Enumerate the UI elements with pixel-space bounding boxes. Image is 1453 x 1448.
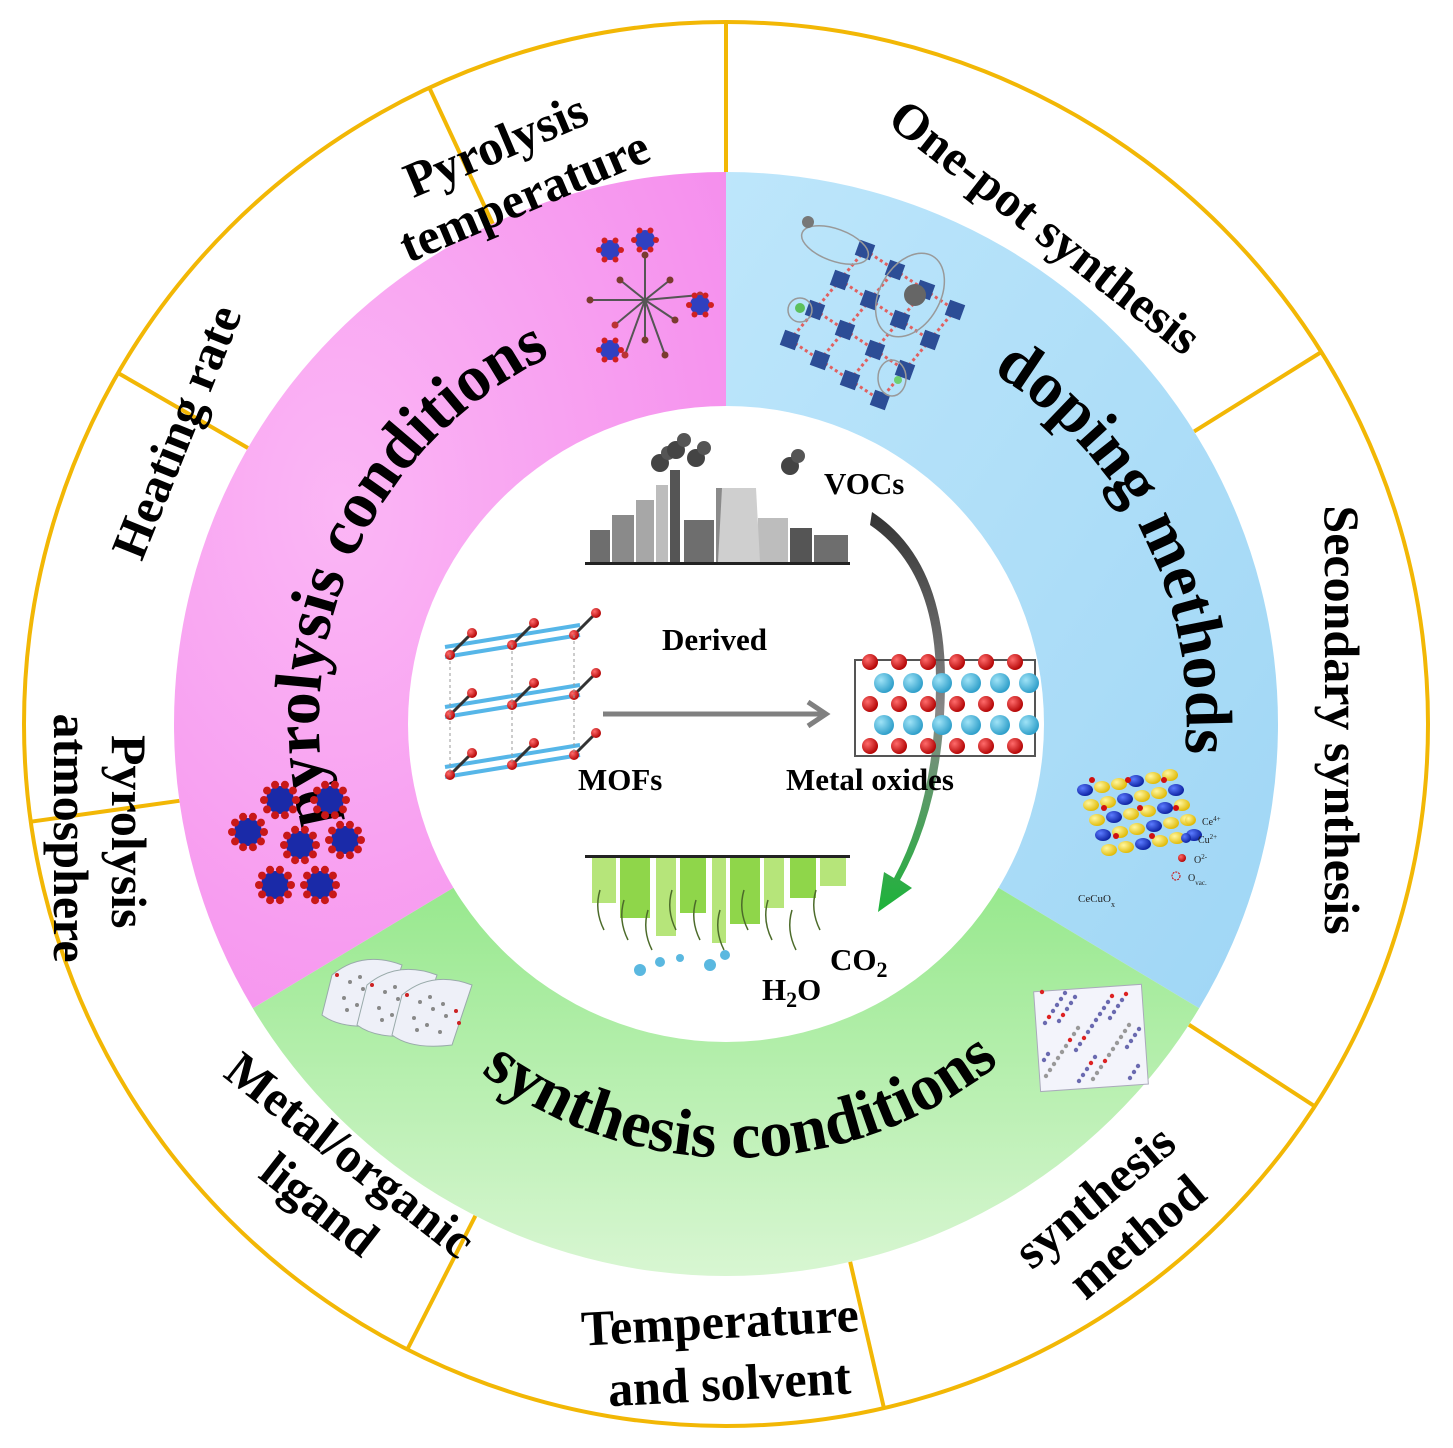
segment-divider [117, 371, 249, 450]
cecuox-legend: Ce4+ Cu2+ O2- Ovac. CeCuOx [1078, 815, 1221, 909]
temperature-and-solvent-label: Temperature and solvent [580, 1285, 876, 1418]
segment-divider [405, 1214, 478, 1351]
segment-divider [30, 798, 180, 824]
svg-text:Cu2+: Cu2+ [1198, 833, 1217, 846]
segment-divider [427, 86, 495, 225]
doping-lattice-illustration [779, 216, 966, 411]
mof-lattice-illustration [444, 608, 601, 780]
cecuox-crystal-illustration [1077, 769, 1202, 856]
synthesis-conditions-sector [252, 878, 1200, 1276]
mofs-label: MOFs [578, 762, 662, 797]
svg-text:CeCuOx: CeCuOx [1078, 893, 1115, 909]
h2o-label: H2O [762, 972, 821, 1012]
vocs-label: VOCs [824, 466, 904, 501]
factory-illustration [585, 433, 850, 565]
pyrolysis-atmosphere-label: Pyrolysis atmosphere [43, 713, 157, 962]
svg-text:Ovac.: Ovac. [1188, 873, 1207, 887]
segment-divider [1187, 1022, 1316, 1109]
porous-framework-illustration [1033, 983, 1149, 1093]
segment-divider [1193, 350, 1323, 434]
metal-oxides-label: Metal oxides [786, 762, 954, 797]
svg-text:Ce4+: Ce4+ [1202, 815, 1221, 828]
curved-arrow [870, 512, 945, 912]
mof-cluster-particles [228, 780, 365, 905]
mof-molecular-network [586, 227, 714, 363]
segment-dividers [30, 22, 1323, 1409]
derived-label: Derived [662, 622, 767, 657]
secondary-synthesis-label: Secondary synthesis [1314, 505, 1370, 934]
layered-framework-illustration [321, 958, 473, 1047]
metal-oxide-lattice [854, 654, 1039, 757]
co2-label: CO2 [830, 942, 888, 982]
svg-text:O2-: O2- [1194, 853, 1208, 866]
derived-arrow [603, 699, 831, 729]
green-city-illustration [585, 855, 850, 976]
segment-divider [848, 1261, 886, 1409]
